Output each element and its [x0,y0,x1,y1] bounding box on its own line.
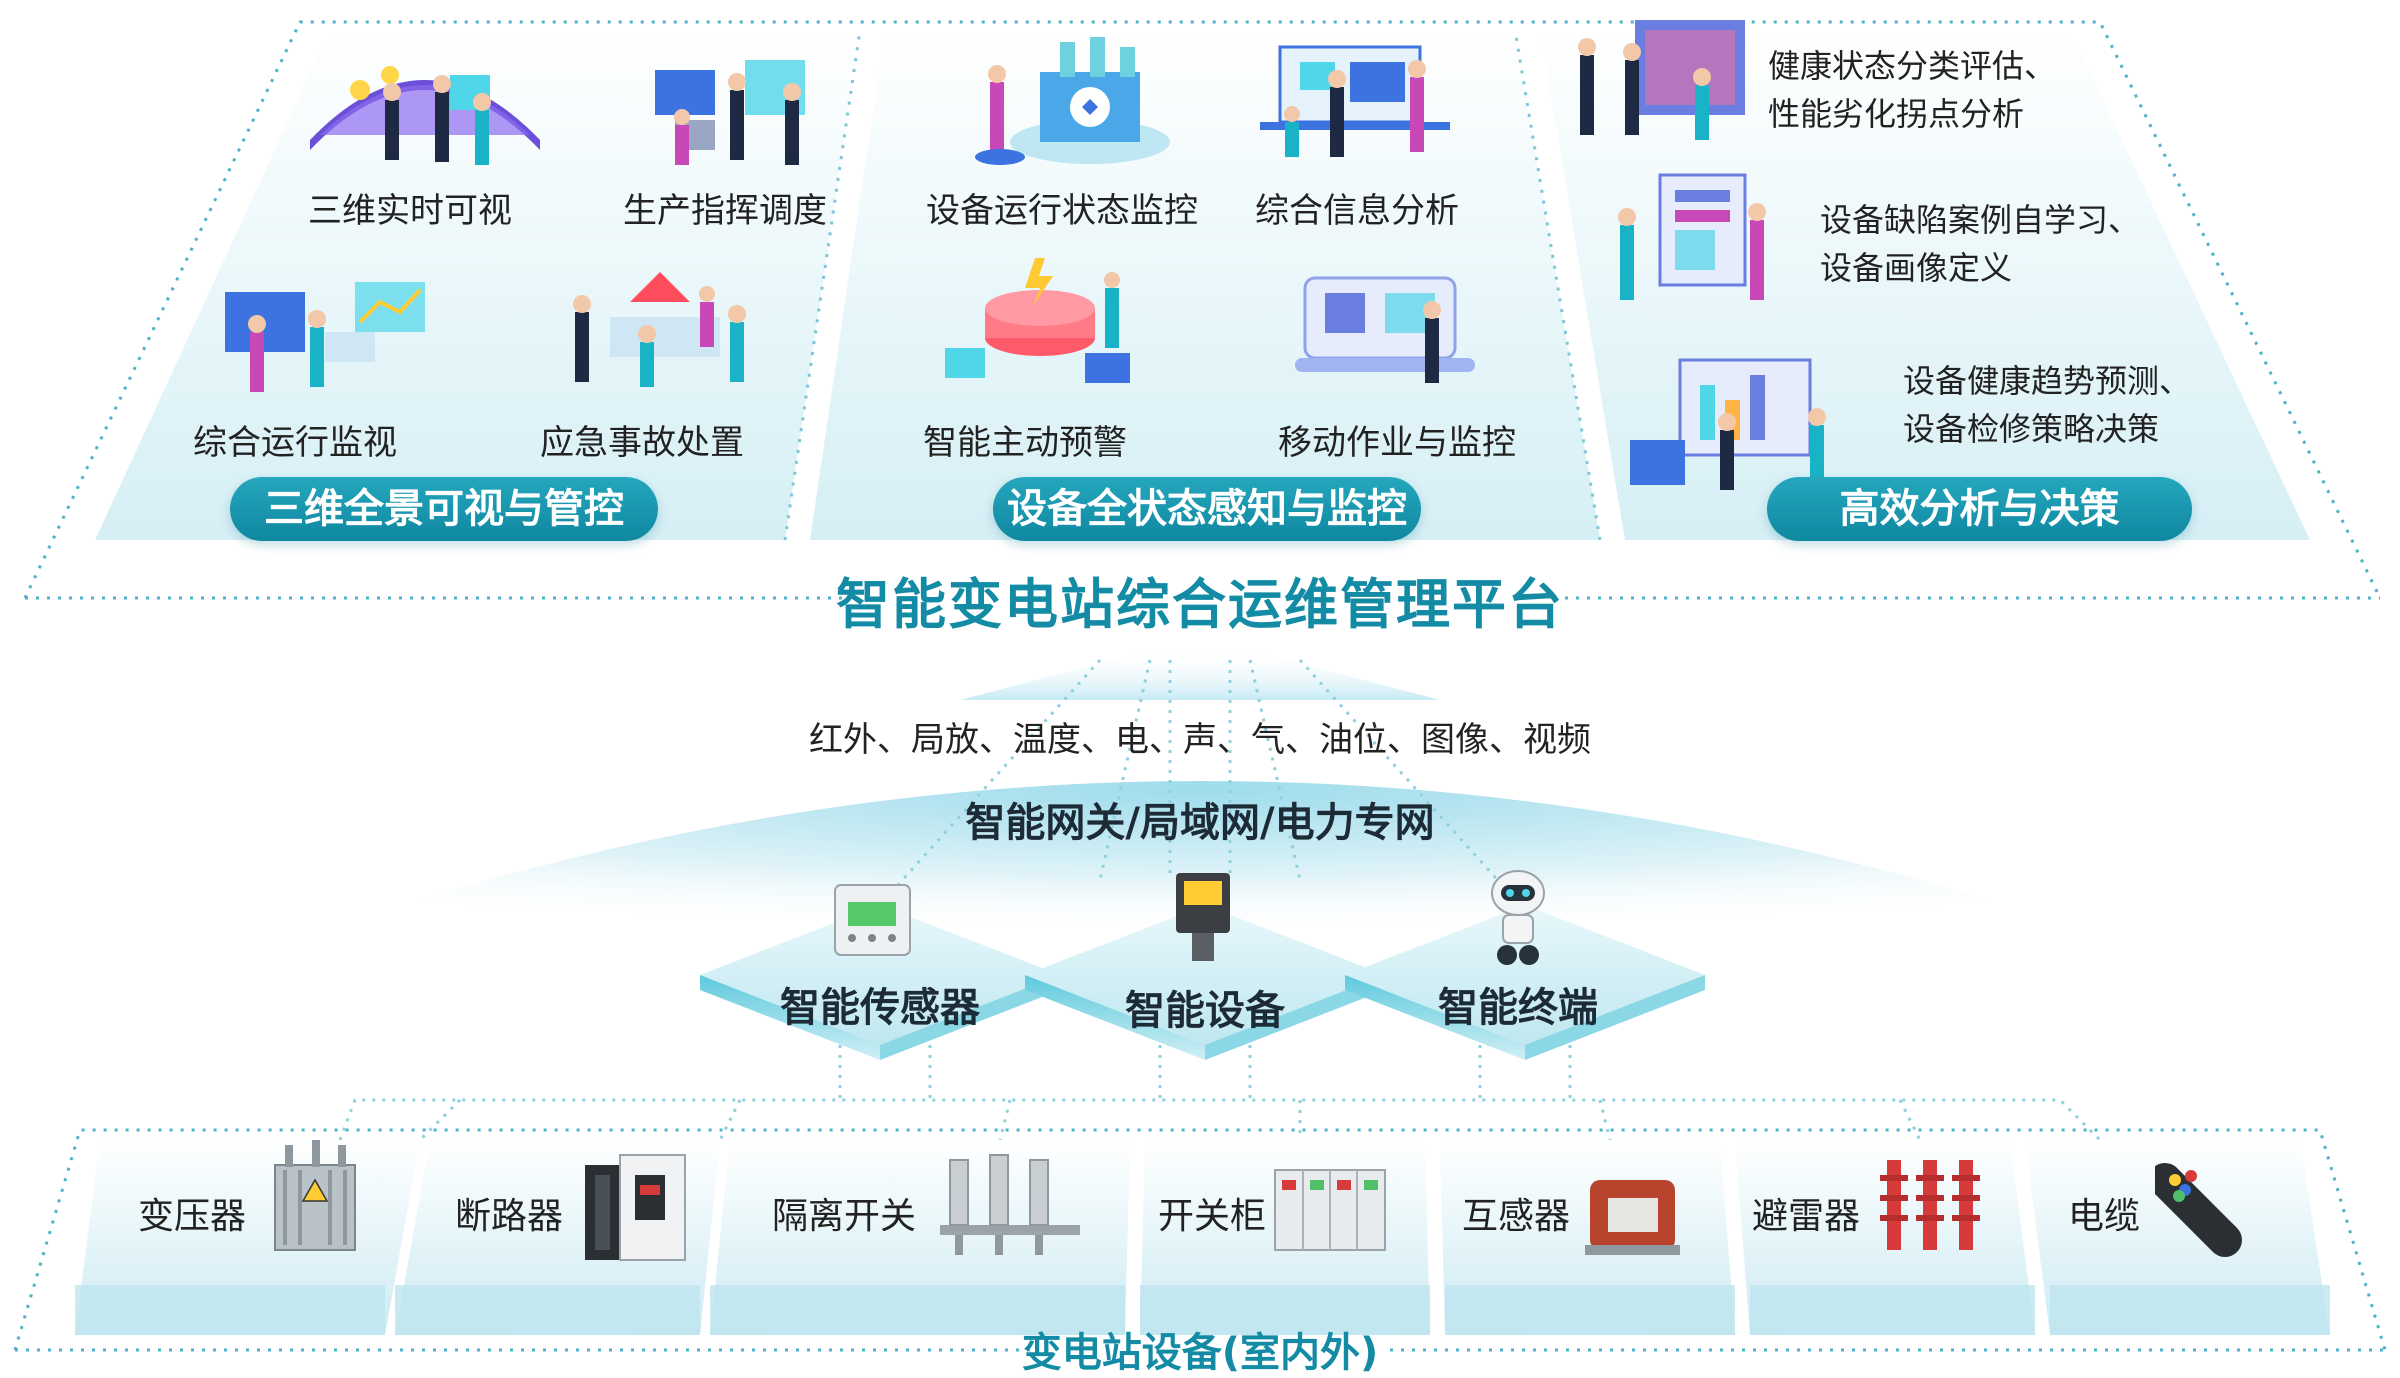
cable-icon [2155,1163,2242,1257]
platform-title: 智能变电站综合运维管理平台 [836,573,1564,636]
substation-devices-title: 变电站设备(室内外) [1021,1330,1379,1376]
item-3d-realtime-visual: 三维实时可视 [308,191,512,231]
item-health-trend: 设备健康趋势预测、 设备检修策略决策 [1903,362,2192,448]
item-status-monitor: 设备运行状态监控 [926,191,1198,231]
smart-device-icon [1176,873,1230,961]
robot-terminal-icon [1491,870,1545,965]
signal-types: 红外、局放、温度、电、声、气、油位、图像、视频 [809,720,1591,760]
defect-learning-illustration [1618,173,1766,300]
health-eval-illustration [1578,20,1745,140]
item-operation-monitor: 综合运行监视 [193,423,397,463]
item-smart-alert: 智能主动预警 [923,423,1127,463]
item-production-dispatch: 生产指挥调度 [623,191,827,231]
device-switchgear-label: 开关柜 [1158,1196,1267,1237]
emergency-response-illustration [573,272,746,387]
status-monitor-illustration [975,37,1170,165]
pill-3d-panorama: 三维全景可视与管控 [230,477,658,541]
item-info-analysis: 综合信息分析 [1255,191,1459,231]
smart-terminal-label: 智能终端 [1438,985,1598,1031]
pill-state-awareness: 设备全状态感知与监控 [993,477,1421,541]
device-cable-label: 电缆 [2068,1196,2141,1237]
smart-device-label: 智能设备 [1125,988,1285,1034]
smart-alert-illustration [945,258,1130,383]
device-arrester-label: 避雷器 [1752,1196,1861,1237]
arrester-icon [1880,1160,1980,1250]
item-defect-learning: 设备缺陷案例自学习、 设备画像定义 [1820,201,2141,287]
circuit-breaker-icon [585,1154,686,1261]
item-mobile-work: 移动作业与监控 [1278,423,1516,463]
sensor-icon [834,884,911,956]
item-health-eval: 健康状态分类评估、 性能劣化拐点分析 [1768,47,2057,133]
switchgear-icon [1274,1169,1386,1251]
smart-sensor-label: 智能传感器 [780,985,980,1031]
instrument-transformer-icon [1585,1180,1680,1255]
health-trend-illustration [1630,358,1826,490]
info-analysis-illustration [1260,45,1450,157]
mobile-work-illustration [1295,276,1475,383]
item-emergency-response: 应急事故处置 [540,423,744,463]
3d-visual-illustration [310,66,540,165]
command-dispatch-illustration [655,60,805,165]
device-instrument-transformer-label: 互感器 [1462,1196,1571,1237]
device-breaker-label: 断路器 [455,1196,564,1237]
pill-analysis-decision: 高效分析与决策 [1767,477,2192,541]
gateway-network: 智能网关/局域网/电力专网 [965,800,1435,846]
disconnector-icon [940,1154,1080,1255]
transformer-icon [274,1140,356,1251]
device-transformer-label: 变压器 [138,1196,247,1237]
device-disconnector-label: 隔离开关 [772,1196,917,1237]
operation-monitor-illustration [225,282,425,392]
